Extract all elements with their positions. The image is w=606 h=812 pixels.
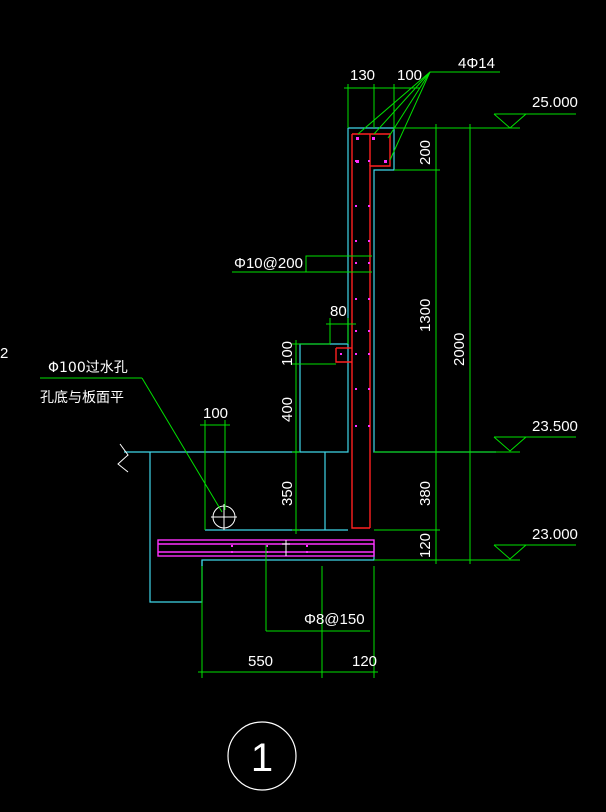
dim-1300: 1300: [417, 299, 434, 332]
dim-550: 550: [248, 653, 273, 670]
misc-marks: [282, 540, 290, 556]
rebar-wall-label: Φ10@200: [234, 255, 303, 272]
hole-note-line1: Φ100过水孔: [48, 360, 128, 376]
dim-380: 380: [417, 481, 434, 506]
dim-400: 400: [279, 397, 296, 422]
dimension-texts: 130 100 200 1300 2000 380 120 80 100 400…: [0, 55, 578, 670]
concrete-outline: [117, 127, 496, 603]
rebar-base-label: Φ8@150: [304, 611, 365, 628]
dim-100-top: 100: [397, 67, 422, 84]
rebar-cage: [335, 133, 391, 529]
dim-120-right: 120: [417, 533, 434, 558]
dim-80: 80: [330, 303, 347, 320]
elevation-23-5: 23.500: [532, 418, 578, 435]
dim-350: 350: [279, 481, 296, 506]
elevation-25: 25.000: [532, 94, 578, 111]
dim-130: 130: [350, 67, 375, 84]
edge-mark: 2: [0, 345, 8, 362]
rebar-top-label: 4Φ14: [458, 55, 495, 72]
section-number-marker: 1: [227, 721, 297, 791]
elevation-23: 23.000: [532, 526, 578, 543]
water-hole: [211, 504, 237, 530]
dim-120-bottom: 120: [352, 653, 377, 670]
dim-200: 200: [417, 140, 434, 165]
rebar-dots: [340, 137, 387, 427]
dimension-lines: [40, 71, 576, 678]
dim-100-left: 100: [279, 341, 296, 366]
dim-2000: 2000: [451, 333, 468, 366]
hole-note-line2: 孔底与板面平: [40, 390, 124, 406]
section-number: 1: [251, 736, 273, 780]
dim-100-hole: 100: [203, 405, 228, 422]
